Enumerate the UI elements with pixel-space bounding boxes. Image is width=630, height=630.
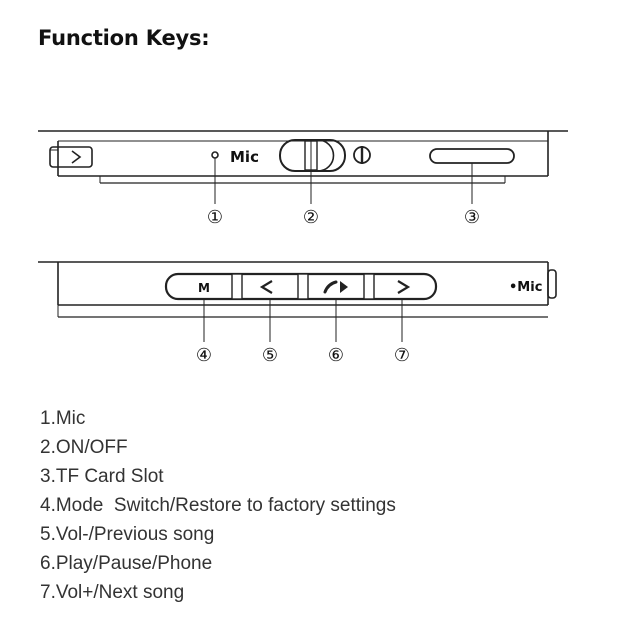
mode-button-label: M	[198, 281, 210, 295]
callout-6: ⑥	[328, 345, 344, 366]
legend-item: 4.Mode Switch/Restore to factory setting…	[40, 495, 396, 516]
page-title: Function Keys:	[38, 26, 210, 50]
callout-1: ①	[207, 207, 223, 228]
prev-chevron-icon	[259, 280, 273, 294]
callout-5: ⑤	[262, 345, 278, 366]
side-nub	[547, 269, 557, 299]
legend-item: 2.ON/OFF	[40, 437, 128, 458]
function-keys-diagram: Mic ① ② ③ M •Mic ④ ⑤ ⑥ ⑦	[38, 130, 568, 366]
legend-item: 5.Vol-/Previous song	[40, 524, 215, 545]
device-bottom-view	[38, 261, 557, 342]
tf-card-slot	[429, 148, 515, 164]
legend-item: 3.TF Card Slot	[40, 466, 164, 487]
callout-3: ③	[464, 207, 480, 228]
side-chevron-right-icon	[71, 150, 82, 164]
callout-7: ⑦	[394, 345, 410, 366]
function-legend: 1.Mic 2.ON/OFF 3.TF Card Slot 4.Mode Swi…	[40, 404, 396, 607]
device-top-view	[38, 130, 568, 204]
mic-label: Mic	[230, 148, 259, 166]
legend-item: 1.Mic	[40, 408, 86, 429]
callout-2: ②	[303, 207, 319, 228]
legend-item: 7.Vol+/Next song	[40, 582, 185, 603]
side-button	[49, 146, 93, 168]
power-switch	[279, 139, 346, 172]
phone-icon	[323, 280, 338, 294]
legend-item: 6.Play/Pause/Phone	[40, 553, 213, 574]
mic-hole	[211, 151, 219, 159]
side-mic-label: •Mic	[509, 280, 542, 295]
callout-4: ④	[196, 345, 212, 366]
next-chevron-icon	[397, 280, 411, 294]
play-icon	[340, 281, 348, 293]
